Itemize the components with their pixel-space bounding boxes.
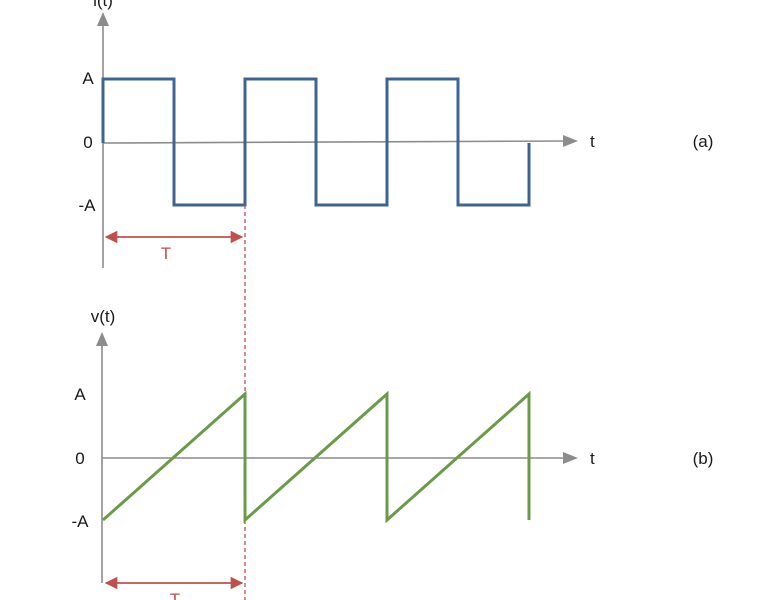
panel-b-tick-neg-a: -A xyxy=(72,512,90,531)
panel-a-x-axis-arrow-icon xyxy=(563,135,578,147)
panel-a: i(t) t A 0 -A T (a) xyxy=(79,0,714,268)
panel-b-sawtooth-wave xyxy=(102,390,531,524)
panel-b-tick-a: A xyxy=(74,385,86,404)
panel-b-period-label: T xyxy=(170,590,180,600)
panel-a-y-axis-label: i(t) xyxy=(93,0,113,10)
panel-b-tick-zero: 0 xyxy=(75,449,84,468)
panel-a-tick-neg-a: -A xyxy=(79,196,97,215)
panel-a-y-axis-arrow-icon xyxy=(97,12,109,26)
panel-b-x-axis-arrow-icon xyxy=(563,452,578,464)
panel-a-tick-zero: 0 xyxy=(83,133,92,152)
panel-a-period-label: T xyxy=(161,244,171,263)
panel-b-y-axis-label: v(t) xyxy=(91,307,116,326)
panel-b-y-axis-arrow-icon xyxy=(96,332,108,346)
panel-a-tag: (a) xyxy=(693,132,714,151)
panel-b: v(t) t A 0 -A T (b) xyxy=(72,307,714,600)
panel-b-x-axis-label: t xyxy=(590,449,595,468)
panel-a-x-axis xyxy=(102,140,569,144)
panel-a-x-axis-label: t xyxy=(590,132,595,151)
panel-a-tick-a: A xyxy=(82,69,94,88)
panel-a-square-wave xyxy=(101,77,531,207)
panel-b-tag: (b) xyxy=(693,449,714,468)
